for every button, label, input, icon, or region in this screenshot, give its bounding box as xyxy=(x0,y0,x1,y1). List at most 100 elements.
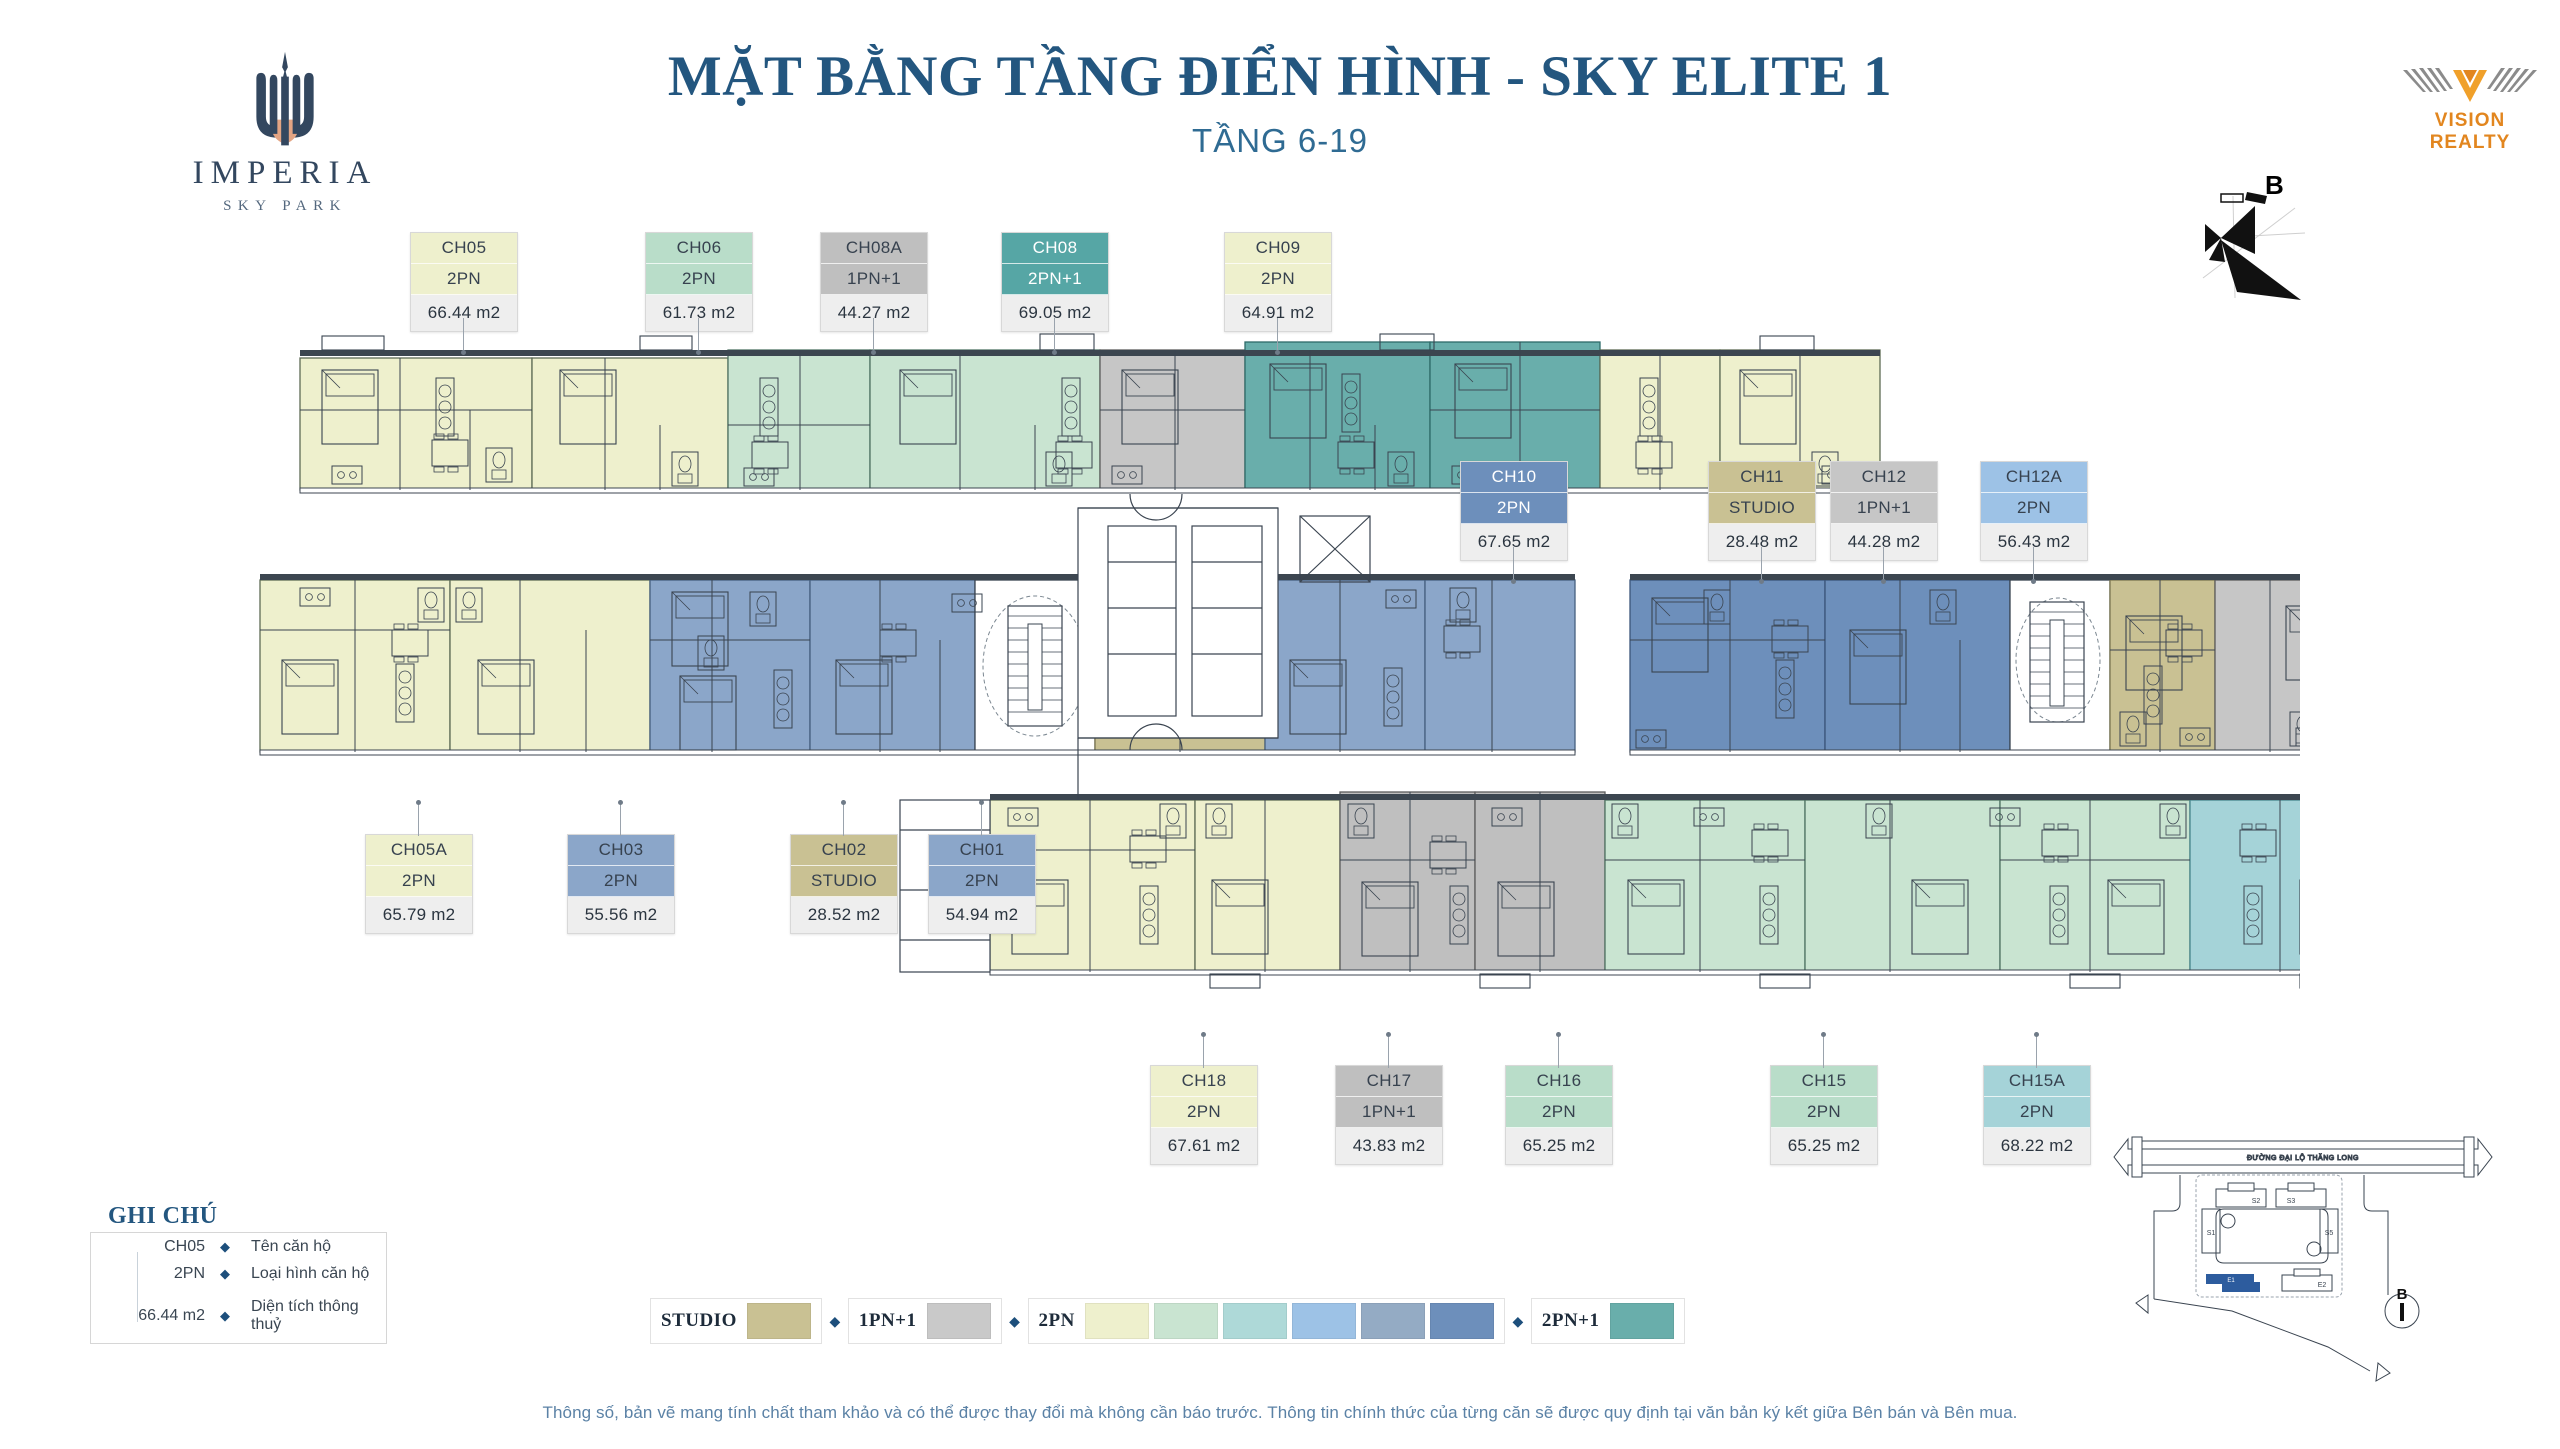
tag-leader-dot xyxy=(871,350,876,355)
page-subtitle: TẦNG 6-19 xyxy=(1192,122,1368,159)
apartment-id: CH17 xyxy=(1336,1066,1442,1097)
sitemap-block-S5: S5 xyxy=(2325,1230,2334,1237)
legend-separator-diamond-icon: ◆ xyxy=(1009,1312,1020,1329)
tag-leader-line xyxy=(843,800,844,836)
tag-leader-line xyxy=(1513,547,1514,583)
legend-group-2pnplus1: 2PN+1 xyxy=(1530,1298,1685,1344)
legend-swatch xyxy=(1360,1303,1425,1339)
apartment-area: 44.27 m2 xyxy=(821,295,927,331)
tag-leader-dot xyxy=(1759,579,1764,584)
apartment-type: 2PN xyxy=(1461,493,1567,524)
sitemap-block-E1-highlight xyxy=(2206,1274,2254,1284)
note-diamond-icon: ◆ xyxy=(220,1307,230,1323)
tag-leader-line xyxy=(1761,547,1762,583)
legend-swatch xyxy=(746,1303,811,1339)
tag-leader-line xyxy=(2033,547,2034,583)
apartment-area: 28.52 m2 xyxy=(791,897,897,933)
legend-swatch xyxy=(1429,1303,1494,1339)
apartment-type: 2PN+1 xyxy=(1002,264,1108,295)
tag-leader-dot xyxy=(1821,1032,1826,1037)
compass-rose-icon: B xyxy=(2195,170,2315,308)
apartment-type: 2PN xyxy=(1984,1097,2090,1128)
tag-leader-dot xyxy=(979,800,984,805)
note-value: Loại hình căn hộ xyxy=(251,1265,370,1283)
legend-separator-diamond-icon: ◆ xyxy=(829,1312,841,1329)
tag-leader-dot xyxy=(1275,350,1280,355)
apartment-area: 44.28 m2 xyxy=(1831,524,1937,560)
note-row: 2PN ◆ Loại hình căn hộ xyxy=(91,1261,386,1289)
legend-swatch xyxy=(1084,1303,1149,1339)
svg-text:E1: E1 xyxy=(2227,1278,2235,1284)
apartment-id: CH08 xyxy=(1002,233,1108,264)
tag-leader-line xyxy=(1203,1032,1204,1068)
apartment-id: CH11 xyxy=(1709,462,1815,493)
imperia-crest-icon xyxy=(175,48,395,153)
tag-leader-line xyxy=(418,800,419,836)
apartment-area: 65.79 m2 xyxy=(366,897,472,933)
partner-name: VISION REALTY xyxy=(2429,110,2511,153)
note-row: CH05 ◆ Tên căn hộ xyxy=(91,1233,386,1261)
apartment-type: 1PN+1 xyxy=(821,264,927,295)
apartment-id: CH09 xyxy=(1225,233,1331,264)
tag-leader-line xyxy=(1558,1032,1559,1068)
apartment-type: STUDIO xyxy=(791,866,897,897)
apartment-area: 61.73 m2 xyxy=(646,295,752,331)
apartment-type: 2PN xyxy=(411,264,517,295)
apartment-type: 1PN+1 xyxy=(1831,493,1937,524)
floor-plan-drawing xyxy=(0,330,2481,1120)
apartment-id: CH15 xyxy=(1771,1066,1877,1097)
vision-wings-icon xyxy=(2403,68,2537,102)
apartment-type: STUDIO xyxy=(1709,493,1815,524)
sitemap-block-S2: S2 xyxy=(2252,1198,2261,1205)
apartment-id: CH08A xyxy=(821,233,927,264)
compass-north-label: B xyxy=(2265,170,2284,200)
apartment-type: 2PN xyxy=(1981,493,2087,524)
apartment-type: 1PN+1 xyxy=(1336,1097,1442,1128)
legend-label: 1PN+1 xyxy=(858,1310,917,1331)
legend-swatch xyxy=(1153,1303,1218,1339)
note-key: 2PN xyxy=(173,1265,205,1283)
legend-group-studio: STUDIO xyxy=(650,1298,822,1344)
apartment-type: 2PN xyxy=(1151,1097,1257,1128)
legend-label: STUDIO xyxy=(661,1310,737,1331)
tag-leader-dot xyxy=(2034,1032,2039,1037)
tag-leader-dot xyxy=(461,350,466,355)
tag-leader-dot xyxy=(618,800,623,805)
tag-leader-line xyxy=(698,318,699,354)
legend-label: 2PN xyxy=(1038,1310,1075,1331)
tag-leader-line xyxy=(1277,318,1278,354)
sitemap-block-S1: S1 xyxy=(2207,1230,2216,1237)
legend-swatch xyxy=(1291,1303,1356,1339)
sitemap-block-E2: E2 xyxy=(2318,1282,2327,1289)
note-box: CH05 ◆ Tên căn hộ 2PN ◆ Loại hình căn hộ… xyxy=(90,1232,387,1344)
tag-leader-line xyxy=(1823,1032,1824,1068)
legend-separator-diamond-icon: ◆ xyxy=(1512,1312,1524,1329)
tag-leader-dot xyxy=(1201,1032,1206,1037)
brand-subtitle: SKY PARK xyxy=(223,198,347,214)
note-diamond-icon: ◆ xyxy=(220,1266,230,1282)
tag-leader-dot xyxy=(416,800,421,805)
note-value: Diện tích thông thuỷ xyxy=(251,1297,359,1333)
apartment-area: 56.43 m2 xyxy=(1981,524,2087,560)
site-location-map: ĐƯỜNG ĐẠI LỘ THĂNG LONG E1 S1 S2 S3 S5 xyxy=(2110,1135,2510,1385)
tag-leader-line xyxy=(1054,318,1055,354)
apartment-id: CH12A xyxy=(1981,462,2087,493)
